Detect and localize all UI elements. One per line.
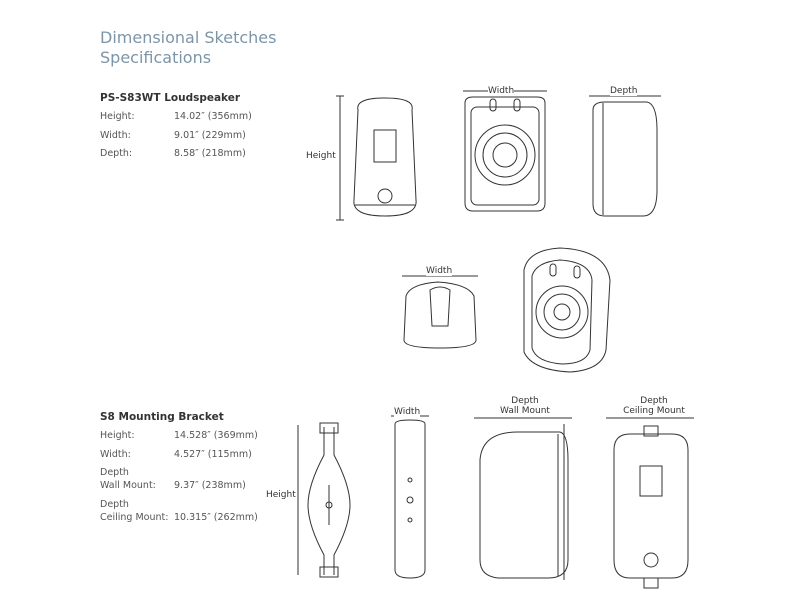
spec-value: 4.527″ (115mm) — [174, 449, 252, 460]
spec-label: Width: — [100, 130, 131, 141]
spec-value: 8.58″ (218mm) — [174, 148, 246, 159]
height-dim-label-2: Height — [266, 490, 296, 500]
bracket-heading: S8 Mounting Bracket — [100, 411, 224, 423]
depth-dim-label: Depth — [610, 86, 638, 96]
spec-value: 10.315″ (262mm) — [174, 512, 258, 523]
spec-value: 14.528″ (369mm) — [174, 430, 258, 441]
spec-value: 9.37″ (238mm) — [174, 480, 246, 491]
title-line: Specifications — [100, 48, 212, 67]
wall-mount-sketch — [474, 417, 572, 580]
width-dim-label-2: Width — [426, 266, 453, 276]
spec-label: Ceiling Mount: — [100, 512, 169, 523]
bracket-side-sketch — [391, 415, 429, 579]
dim-line: Wall Mount — [500, 406, 550, 416]
spec-label: Height: — [100, 430, 135, 441]
speaker-top-sketch — [402, 275, 478, 349]
width-dim-label: Width — [488, 86, 515, 96]
dim-line: Depth — [511, 396, 539, 406]
speaker-front-sketch — [463, 90, 547, 212]
dim-line: Ceiling Mount — [623, 406, 685, 416]
spec-label: Depth — [100, 467, 129, 478]
bracket-front-sketch — [297, 422, 351, 578]
title-line: Dimensional Sketches — [100, 28, 277, 47]
speaker-back-sketch — [336, 95, 417, 221]
spec-label: Width: — [100, 449, 131, 460]
spec-label: Height: — [100, 111, 135, 122]
spec-value: 9.01″ (229mm) — [174, 130, 246, 141]
speaker-side-sketch — [589, 95, 661, 217]
width-dim-label-3: Width — [394, 407, 421, 417]
spec-label: Depth — [100, 499, 129, 510]
ceiling-mount-sketch — [606, 417, 694, 589]
spec-label: Depth: — [100, 148, 133, 159]
dim-line: Depth — [640, 396, 668, 406]
speaker-heading: PS-S83WT Loudspeaker — [100, 92, 241, 104]
height-dim-label: Height — [306, 151, 336, 161]
spec-value: 14.02″ (356mm) — [174, 111, 252, 122]
spec-label: Wall Mount: — [100, 480, 156, 491]
speaker-perspective-sketch — [523, 247, 611, 373]
